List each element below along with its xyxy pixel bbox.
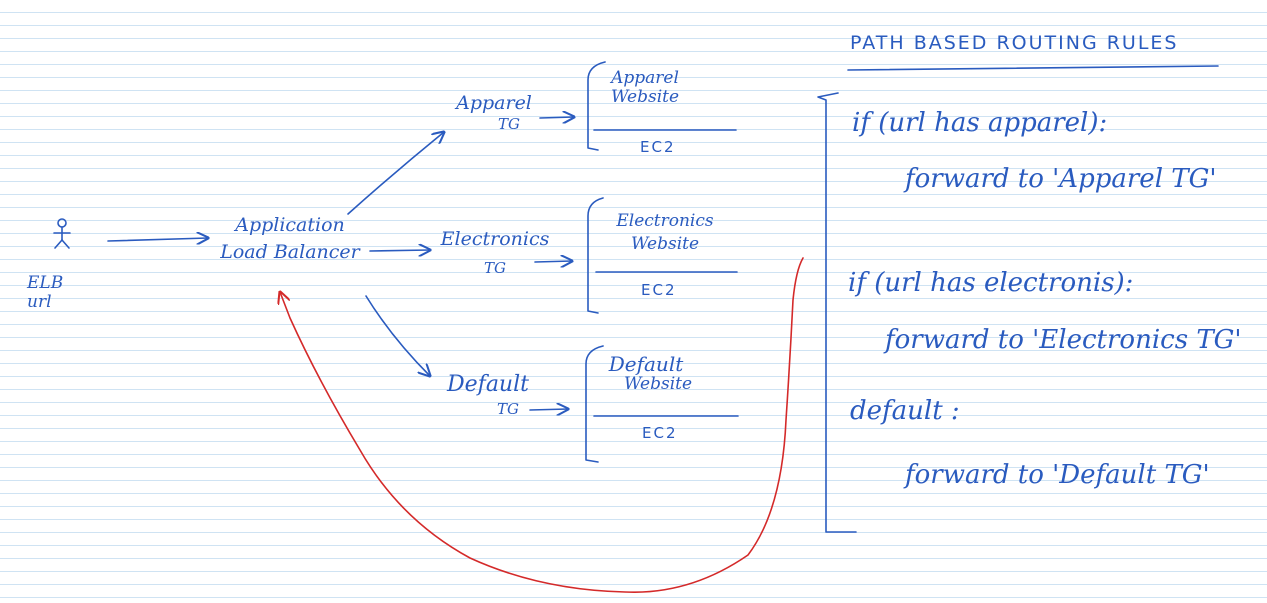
alb-label-line1: Application: [235, 214, 345, 236]
arrow-user-to-alb: [107, 238, 208, 241]
default-website: Default Website: [598, 354, 694, 393]
apparel-tg-line1: Apparel: [456, 92, 532, 114]
default-tg-node: Default TG: [440, 374, 536, 417]
default-tg-line2: TG: [497, 400, 519, 418]
rules-title: PATH BASED ROUTING RULES: [850, 32, 1179, 54]
electronics-website-line1: Electronics: [616, 211, 714, 231]
alb-node: Application Load Balancer: [220, 216, 360, 262]
url-label: url: [27, 292, 52, 312]
electronics-tg-node: Electronics TG: [440, 230, 550, 276]
rule-1-condition: if (url has apparel):: [852, 108, 1108, 138]
rule-1-action: forward to 'Apparel TG': [905, 164, 1217, 194]
apparel-website-line2: Website: [610, 87, 680, 107]
rule-3-action: forward to 'Default TG': [905, 460, 1210, 490]
default-tg-line1: Default: [447, 372, 529, 397]
arrow-electronics-to-website: [534, 261, 572, 262]
electronics-website-line2: Website: [630, 234, 700, 254]
rule-3-condition: default :: [850, 396, 960, 426]
apparel-ec2-label: EC2: [640, 138, 676, 156]
rule-2-condition: if (url has electronis):: [848, 268, 1134, 298]
stick-figure-icon: [53, 218, 71, 249]
electronics-tg-line1: Electronics: [440, 228, 550, 250]
alb-label-line2: Load Balancer: [220, 241, 360, 263]
rules-bracket: [817, 92, 857, 533]
arrow-alb-to-apparel: [347, 132, 444, 215]
default-website-line1: Default: [608, 352, 684, 376]
arrow-apparel-to-website: [539, 117, 574, 118]
electronics-tg-line2: TG: [484, 259, 506, 277]
default-website-line2: Website: [623, 374, 693, 394]
apparel-tg-node: Apparel TG: [452, 94, 536, 132]
apparel-tg-line2: TG: [498, 115, 520, 133]
elb-label: ELB: [27, 273, 64, 293]
title-underline: [847, 65, 1219, 71]
arrow-default-to-website: [529, 409, 568, 410]
default-website-bracket: [585, 345, 739, 463]
apparel-website: Apparel Website: [600, 70, 690, 106]
electronics-ec2-label: EC2: [641, 281, 677, 299]
apparel-website-line1: Apparel: [611, 68, 679, 88]
default-ec2-label: EC2: [642, 424, 678, 442]
rule-2-action: forward to 'Electronics TG': [885, 325, 1242, 355]
electronics-website: Electronics Website: [610, 213, 720, 253]
rules-feedback-arrow: [280, 257, 804, 594]
apparel-website-bracket: [587, 61, 737, 151]
electronics-website-bracket: [587, 197, 738, 314]
arrow-alb-to-default: [365, 295, 430, 376]
arrow-alb-to-electronics: [369, 250, 430, 251]
